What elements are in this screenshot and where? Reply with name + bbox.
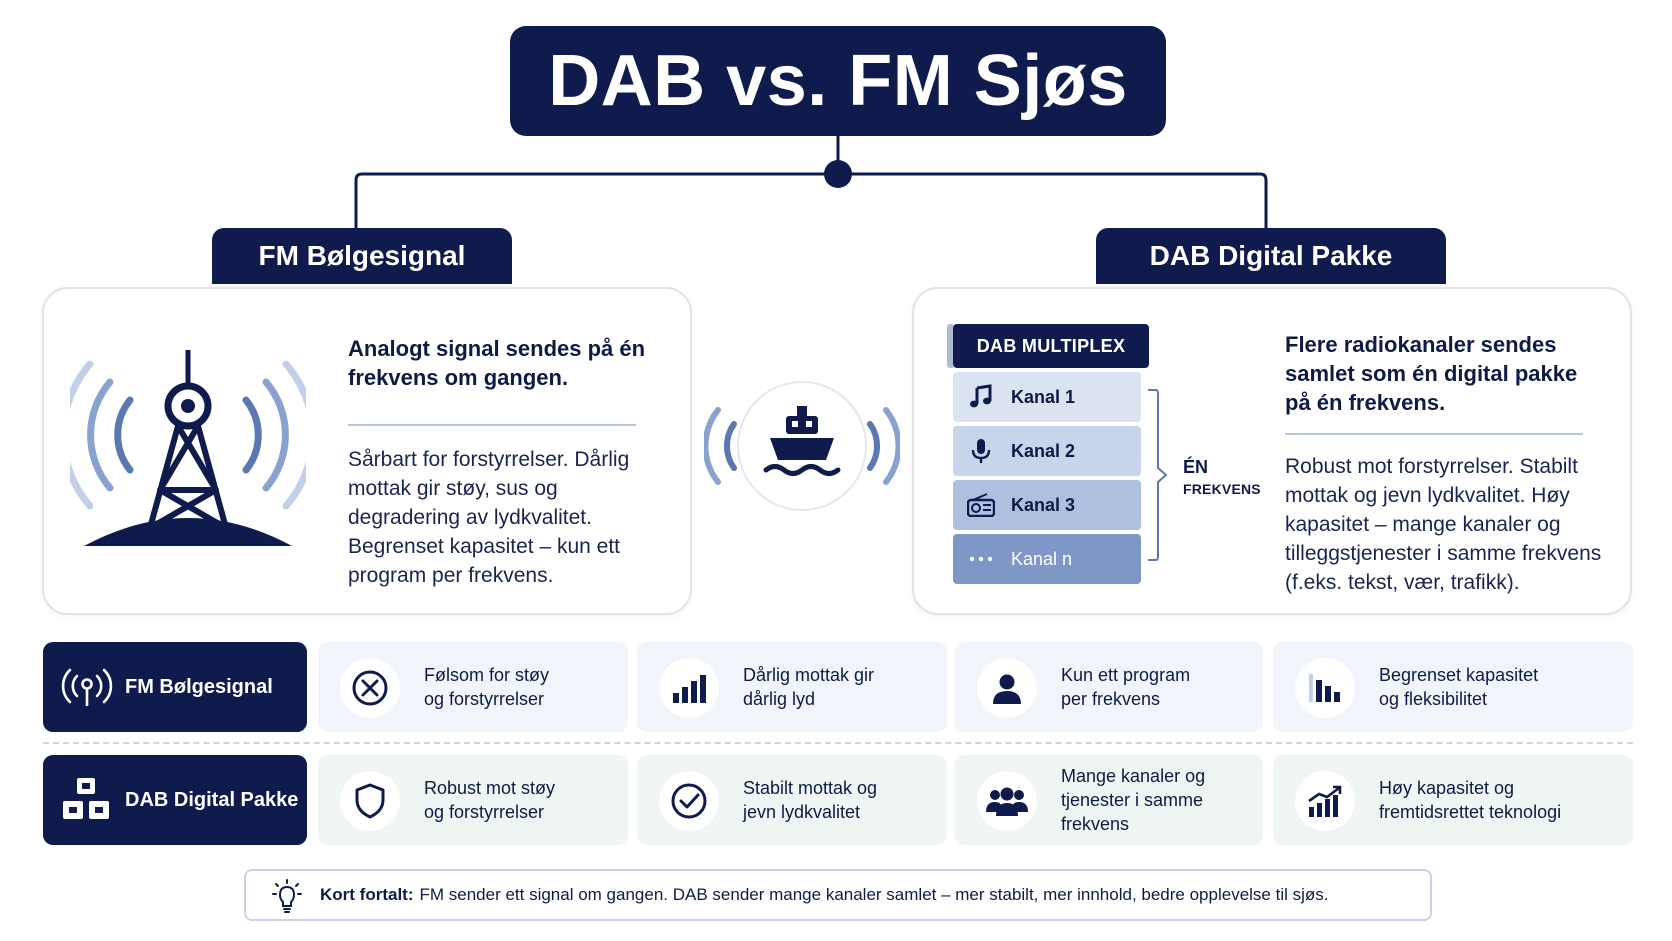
lightbulb-icon <box>272 879 302 915</box>
channel-item: Kanal 3 <box>953 480 1141 530</box>
feature-line: per frekvens <box>1061 689 1161 709</box>
feature-line: Robust mot støy <box>424 778 556 798</box>
fm-description: Sårbart for forstyrrelser. Dårlig mottak… <box>348 448 630 587</box>
dab-feature-card: Robust mot støy og forstyrrelser <box>318 755 628 845</box>
fm-feature-card: Begrenset kapasitet og fleksibilitet <box>1273 642 1633 732</box>
broadcast-signal-icon <box>61 664 113 710</box>
dab-feature-card: Stabilt mottak og jevn lydkvalitet <box>637 755 947 845</box>
fm-feature-card: Følsom for støy og forstyrrelser <box>318 642 628 732</box>
feature-line: jevn lydkvalitet <box>743 802 861 822</box>
row-divider <box>43 742 1633 744</box>
channel-label: Kanal 1 <box>1011 386 1076 407</box>
fm-panel <box>42 287 692 615</box>
feature-line: og forstyrrelser <box>424 689 545 709</box>
feature-line: dårlig lyd <box>743 689 816 709</box>
channel-item: Kanal n <box>953 534 1141 584</box>
frequency-label: ÉN FREKVENS <box>1183 456 1263 500</box>
fm-section-tab: FM Bølgesignal <box>212 228 512 284</box>
dab-feature-card: Mange kanaler og tjenester i samme frekven… <box>955 755 1263 845</box>
feature-line: Kun ett program <box>1061 665 1191 685</box>
feature-line: Begrenset kapasitet <box>1379 665 1539 685</box>
feature-line: og fleksibilitet <box>1379 689 1488 709</box>
package-blocks-icon <box>61 777 113 823</box>
channel-label: Kanal 3 <box>1011 494 1076 515</box>
feature-line: Høy kapasitet og <box>1379 778 1515 798</box>
microphone-icon <box>967 438 995 464</box>
shield-icon <box>340 771 400 831</box>
single-user-icon <box>977 658 1037 718</box>
dab-feature-card: Høy kapasitet og fremtidsrettet teknologi <box>1273 755 1633 845</box>
main-title: DAB vs. FM Sjøs <box>510 26 1166 136</box>
dab-description: Robust mot forstyrrelser. Stabilt mottak… <box>1285 455 1602 594</box>
music-note-icon <box>967 384 995 410</box>
feature-line: Mange kanaler og <box>1061 766 1206 786</box>
fm-row-label: FM Bølgesignal <box>43 642 307 732</box>
feature-line: Følsom for støy <box>424 665 549 685</box>
ellipsis-icon <box>967 546 995 572</box>
summary-lead: Kort fortalt: <box>320 885 414 904</box>
fm-feature-card: Dårlig mottak gir dårlig lyd <box>637 642 947 732</box>
summary-text: FM sender ett signal om gangen. DAB send… <box>419 885 1329 904</box>
summary-banner: Kort fortalt: FM sender ett signal om ga… <box>244 869 1432 921</box>
feature-line: fremtidsrettet teknologi <box>1379 802 1562 822</box>
dab-divider <box>1285 433 1583 435</box>
dab-section-tab: DAB Digital Pakke <box>1096 228 1446 284</box>
user-group-icon <box>977 771 1037 831</box>
radio-icon <box>967 492 995 518</box>
channel-label: Kanal n <box>1011 548 1073 569</box>
feature-line: tjenester i samme <box>1061 790 1204 810</box>
radio-tower-icon <box>70 350 306 546</box>
dab-headline: Flere radiokanaler sendes samlet som én … <box>1285 332 1578 415</box>
x-circle-icon <box>340 658 400 718</box>
channel-item: Kanal 2 <box>953 426 1141 476</box>
dab-row-label: DAB Digital Pakke <box>43 755 307 845</box>
fm-divider <box>348 424 636 426</box>
channel-label: Kanal 2 <box>1011 440 1076 461</box>
frequency-bracket <box>1148 389 1168 561</box>
bar-chart-icon <box>1295 658 1355 718</box>
growth-chart-icon <box>1295 771 1355 831</box>
feature-line: Stabilt mottak og <box>743 778 878 798</box>
fm-headline: Analogt signal sendes på én frekvens om … <box>348 336 646 390</box>
check-circle-icon <box>659 771 719 831</box>
dab-row-label-text: DAB Digital Pakke <box>125 788 299 811</box>
frequency-small-label: FREKVENS <box>1183 481 1261 497</box>
fm-feature-card: Kun ett program per frekvens <box>955 642 1263 732</box>
feature-line: frekvens <box>1061 814 1130 834</box>
multiplex-header: DAB MULTIPLEX <box>947 324 1149 368</box>
fm-row-label-text: FM Bølgesignal <box>125 675 273 698</box>
feature-line: og forstyrrelser <box>424 802 545 822</box>
ship-broadcast-icon <box>704 381 900 511</box>
channel-item: Kanal 1 <box>953 372 1141 422</box>
feature-line: Dårlig mottak gir <box>743 665 875 685</box>
signal-bars-icon <box>659 658 719 718</box>
frequency-big-label: ÉN <box>1183 457 1209 477</box>
